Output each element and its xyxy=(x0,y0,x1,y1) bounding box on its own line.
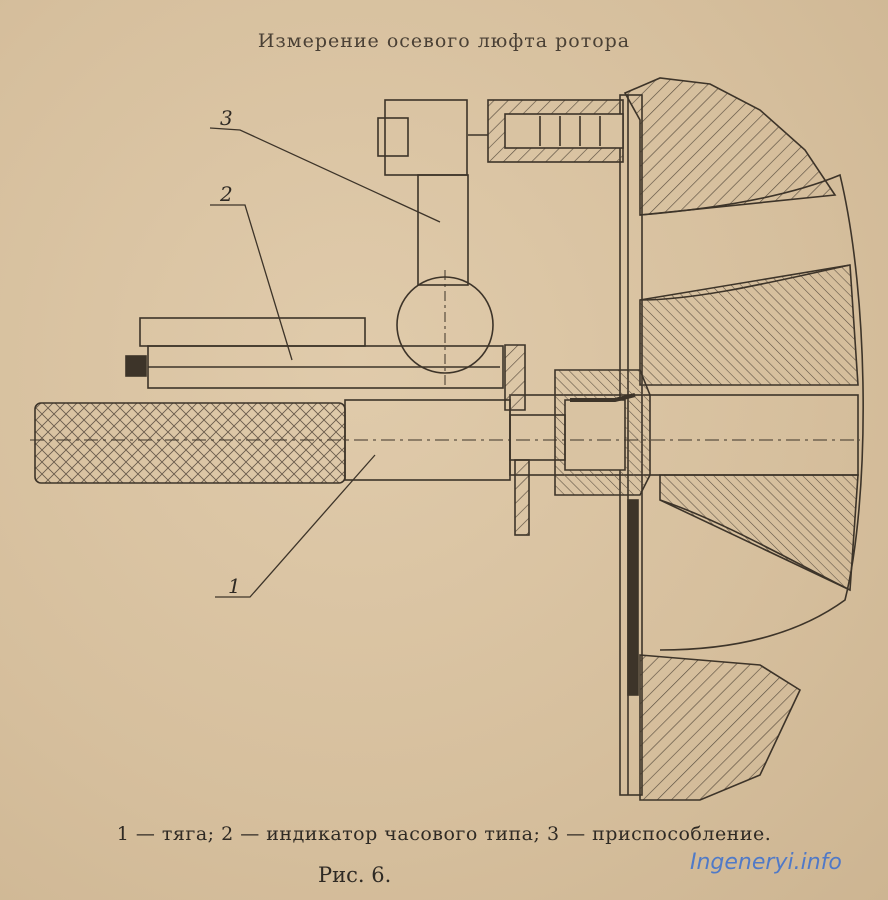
bracket-stem xyxy=(417,174,469,286)
callout-3: 3 xyxy=(220,106,233,130)
rotor-housing-bottom xyxy=(639,654,802,801)
leader-line-3 xyxy=(209,127,441,223)
watermark-logo: Ingeneryi.info xyxy=(690,850,842,875)
figure-number: Рис. 6. xyxy=(318,863,392,887)
leader-line-2 xyxy=(210,204,293,361)
rotor-housing-top xyxy=(623,77,837,216)
rotor-housing-lower xyxy=(659,474,859,592)
bracket-bolt-head xyxy=(377,117,409,157)
page-title: Измерение осевого люфта ротора xyxy=(257,30,631,52)
callout-2: 2 xyxy=(220,182,233,206)
pull-rod-pin xyxy=(514,459,530,536)
callout-1: 1 xyxy=(228,574,241,598)
pull-rod-grip xyxy=(34,402,346,484)
rotor-housing-mid xyxy=(639,264,859,386)
rotor-outline xyxy=(639,173,864,651)
leader-line-1 xyxy=(215,454,376,598)
figure-caption: 1 — тяга; 2 — индикатор часового типа; 3… xyxy=(116,823,772,845)
indicator-body-top xyxy=(139,317,366,347)
bracket-arm xyxy=(384,99,468,176)
